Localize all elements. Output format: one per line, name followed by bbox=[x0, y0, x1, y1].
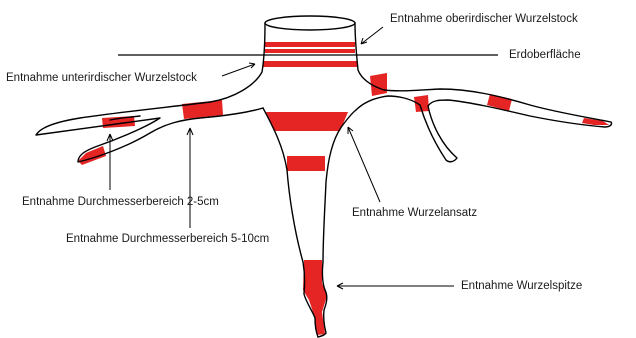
arrow-root-tip bbox=[337, 283, 454, 289]
label-root-base: Entnahme Wurzelansatz bbox=[352, 208, 477, 220]
label-diameter-2-5: Entnahme Durchmesserbereich 2-5cm bbox=[22, 197, 219, 209]
sample-belowground-stump bbox=[263, 61, 357, 67]
arrow-aboveground bbox=[361, 27, 383, 44]
label-aboveground-stump: Entnahme oberirdischer Wurzelstock bbox=[390, 14, 578, 26]
sample-aboveground-stump-2 bbox=[265, 49, 355, 53]
label-root-tip: Entnahme Wurzelspitze bbox=[461, 281, 582, 293]
sample-taproot-middle bbox=[287, 156, 325, 171]
label-diameter-5-10: Entnahme Durchmesserbereich 5-10cm bbox=[66, 234, 269, 246]
arrow-belowground bbox=[222, 63, 255, 76]
label-belowground-stump: Entnahme unterirdischer Wurzelstock bbox=[6, 73, 197, 85]
arrow-diameter-5-10 bbox=[187, 128, 193, 228]
label-ground-surface: Erdoberfläche bbox=[509, 50, 581, 62]
arrow-root-base bbox=[348, 127, 380, 202]
sample-aboveground-stump-1 bbox=[265, 42, 355, 47]
sample-root-base bbox=[266, 112, 348, 131]
